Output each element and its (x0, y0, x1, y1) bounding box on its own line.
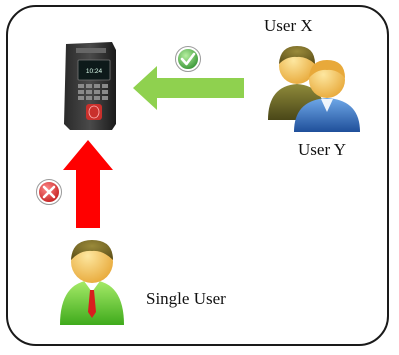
user-x-label: User X (264, 16, 313, 35)
x-circle-icon (36, 179, 62, 205)
fingerprint-device-icon: 10:24 (64, 42, 116, 130)
tie-icon (88, 290, 96, 318)
check-circle-icon (175, 46, 201, 72)
denied-arrow (63, 140, 113, 228)
single-user-icon (60, 240, 124, 325)
user-y-label: User Y (298, 140, 346, 159)
two-users-icon (268, 46, 360, 132)
single-user-label: Single User (146, 289, 226, 308)
device-screen (77, 59, 111, 81)
user-y-body (294, 98, 360, 132)
device-brand-strip (76, 48, 106, 53)
allowed-arrow (133, 66, 244, 110)
device-screen-text: 10:24 (86, 68, 103, 75)
device-keypad (78, 84, 108, 100)
